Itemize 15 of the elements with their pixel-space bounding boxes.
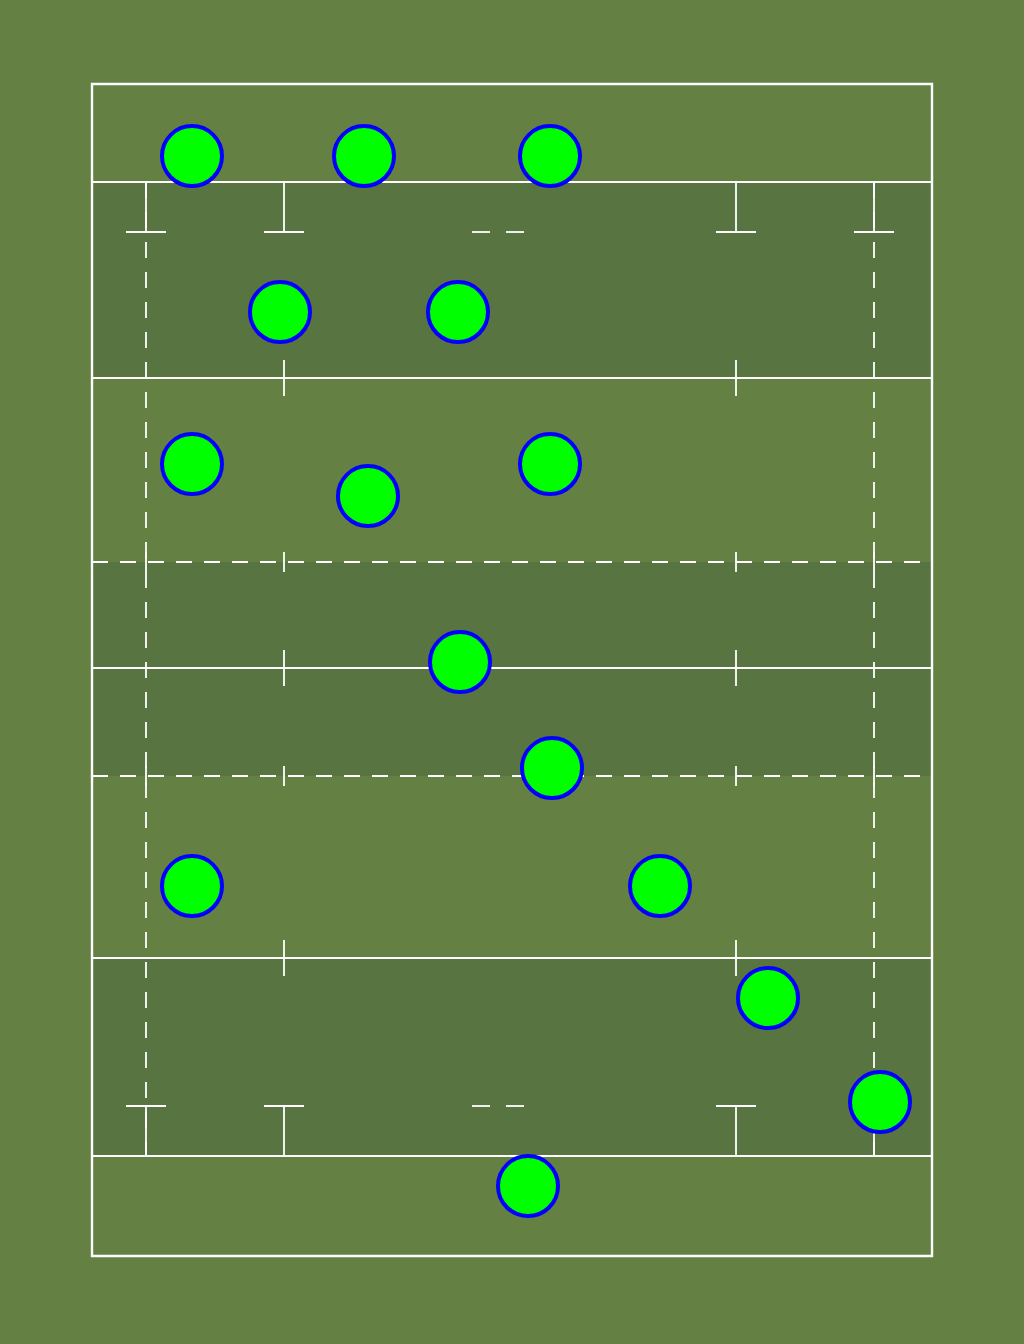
- player-marker: [496, 1154, 560, 1218]
- player-marker: [518, 124, 582, 188]
- player-marker: [848, 1070, 912, 1134]
- player-marker: [336, 464, 400, 528]
- player-marker: [248, 280, 312, 344]
- player-marker: [518, 432, 582, 496]
- player-marker: [428, 630, 492, 694]
- player-marker: [520, 736, 584, 800]
- player-marker: [160, 432, 224, 496]
- player-marker: [332, 124, 396, 188]
- player-marker: [736, 966, 800, 1030]
- player-marker: [160, 854, 224, 918]
- player-marker: [426, 280, 490, 344]
- player-marker: [628, 854, 692, 918]
- player-marker: [160, 124, 224, 188]
